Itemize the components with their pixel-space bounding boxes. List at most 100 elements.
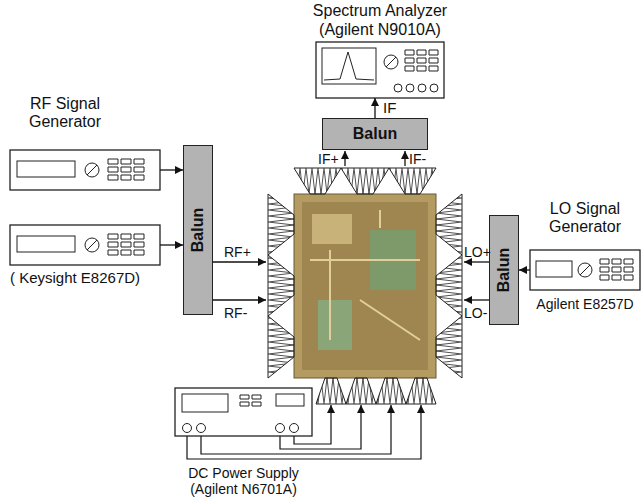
instrument-label: Spectrum Analyzer — [300, 2, 460, 20]
terminal — [183, 424, 192, 433]
probe — [341, 168, 389, 194]
signal-label: LO+ — [464, 244, 491, 260]
knob-symbol — [386, 57, 396, 67]
edge-label: IF — [381, 99, 398, 116]
probe — [436, 194, 462, 255]
text-slot: (Agilent N9010A) — [300, 21, 460, 39]
button-grid — [240, 395, 261, 406]
supply-display — [182, 394, 228, 412]
connector-arrow — [519, 269, 530, 270]
spectrum-analyzer: Spectrum Analyzer(Agilent N9010A) — [300, 2, 460, 98]
connector-arrow — [160, 244, 183, 245]
chip-trace — [310, 210, 420, 340]
button-grid — [600, 259, 633, 280]
dc-power-supply: DC Power Supply(Agilent N6701A) — [175, 388, 312, 498]
analyzer-icon — [316, 42, 444, 98]
knob-symbol — [580, 265, 590, 275]
terminal — [276, 424, 285, 433]
connector-port — [430, 84, 438, 92]
probe — [389, 168, 436, 194]
label-slot: IF — [381, 99, 398, 117]
knob-symbol — [85, 238, 99, 252]
knob-symbol — [87, 165, 97, 175]
generator-display — [536, 261, 572, 277]
power-supply-icon — [175, 388, 312, 436]
label-slot: LO- — [464, 304, 487, 322]
signal-label: RF+ — [224, 244, 251, 260]
signal-label: RF- — [224, 305, 247, 321]
text-slot: ( Keysight E8267D) — [10, 269, 160, 286]
generator-icon — [530, 250, 640, 290]
generator-icon — [10, 150, 160, 190]
instrument-label: ( Keysight E8267D) — [10, 269, 160, 286]
knob-symbol — [85, 163, 99, 177]
box-label: Balun — [353, 125, 397, 143]
chip-detail — [312, 214, 352, 244]
balun-box: Balun — [183, 145, 213, 315]
supply-display — [276, 394, 304, 406]
box-label: Balun — [189, 208, 207, 252]
button-grid — [108, 234, 144, 255]
label-slot: RF+ — [224, 243, 251, 261]
probe — [436, 316, 462, 378]
signal-arrow — [464, 261, 490, 262]
connector-arrow — [160, 169, 183, 170]
button-grid — [108, 159, 144, 180]
balun-box: Balun — [489, 215, 519, 325]
text-slot: DC Power Supply — [165, 465, 322, 481]
signal-arrow — [464, 299, 490, 300]
analyzer-screen — [322, 48, 376, 84]
probe — [406, 378, 436, 404]
probe — [376, 378, 406, 404]
signal-generator: LO Signal GeneratorAgilent E8257D — [530, 200, 640, 312]
spectrum-trace — [324, 52, 374, 80]
probe — [268, 316, 294, 378]
probe — [316, 378, 346, 404]
signal-arrow — [213, 299, 266, 300]
button-grid — [405, 50, 438, 71]
balun-box: Balun — [322, 118, 428, 150]
probe — [268, 255, 294, 316]
signal-label: IF- — [409, 151, 426, 167]
generator-display — [17, 236, 75, 252]
signal-generator: ( Keysight E8267D) — [10, 225, 160, 287]
instrument-label: LO Signal Generator — [530, 200, 640, 236]
probe — [346, 378, 376, 404]
probe — [268, 194, 294, 255]
connector-port — [394, 84, 402, 92]
signal-arrow — [344, 151, 345, 166]
box-label: Balun — [495, 248, 513, 292]
instrument-label: Agilent E8257D — [530, 296, 640, 312]
terminal — [290, 424, 299, 433]
connector-arrow — [374, 98, 375, 118]
text-slot: (Agilent N6701A) — [165, 481, 322, 497]
chip-die — [294, 194, 436, 378]
chip-die — [302, 202, 428, 370]
label-slot: LO+ — [464, 243, 491, 261]
label-slot: IF- — [409, 150, 426, 168]
generator-icon — [10, 225, 160, 265]
text-slot: LO Signal Generator — [530, 200, 640, 236]
signal-label: LO- — [464, 305, 487, 321]
signal-arrow — [404, 151, 405, 166]
probe — [294, 168, 341, 194]
terminal — [197, 424, 206, 433]
instrument-label: (Agilent N6701A) — [165, 481, 322, 497]
signal-label: IF+ — [318, 151, 339, 167]
instrument-label: (Agilent N9010A) — [300, 21, 460, 39]
connector-port — [406, 84, 414, 92]
chip-detail — [318, 300, 352, 350]
signal-arrow — [213, 261, 266, 262]
instrument-label: DC Power Supply — [165, 465, 322, 481]
label-slot: IF+ — [318, 150, 339, 168]
connector-port — [418, 84, 426, 92]
text-slot: Spectrum Analyzer — [300, 2, 460, 20]
instrument-label: RF Signal Generator — [10, 95, 120, 131]
knob-symbol — [384, 55, 398, 69]
text-slot: Agilent E8257D — [530, 296, 640, 312]
knob-symbol — [578, 263, 592, 277]
generator-display — [17, 161, 75, 177]
